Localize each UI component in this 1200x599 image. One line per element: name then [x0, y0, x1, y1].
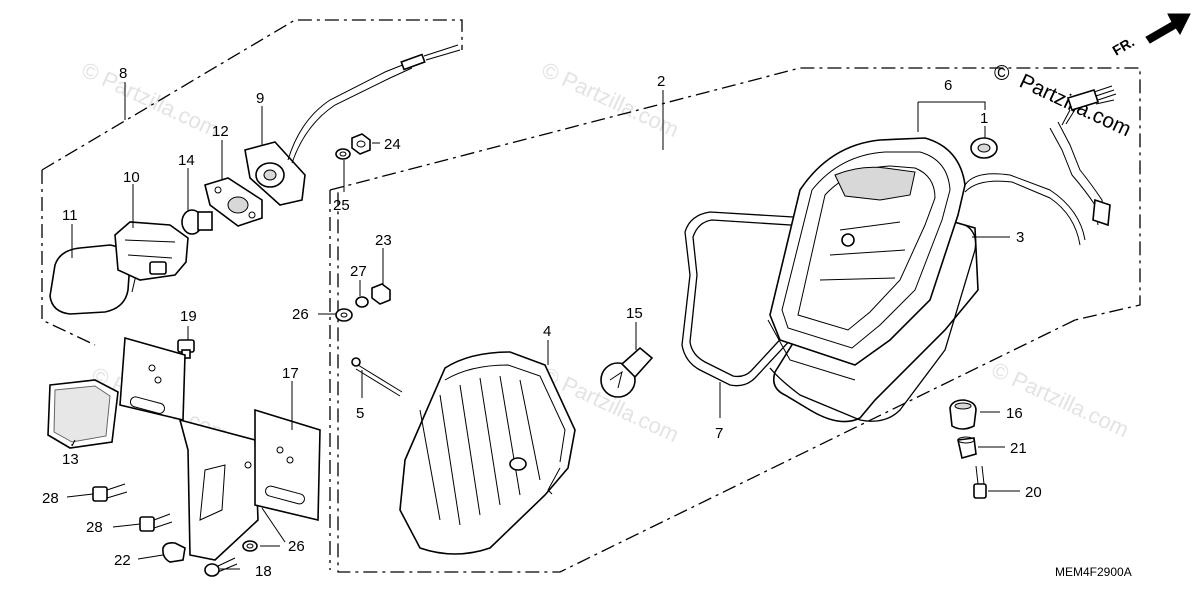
- part-10-housing: [114, 221, 189, 281]
- part-24-nut: [351, 133, 371, 155]
- part-12-socket-plate: [204, 177, 263, 227]
- part-28-bolt-upper: [92, 483, 128, 502]
- callout-5: 5: [356, 405, 364, 422]
- part-4-tail-lens: [399, 351, 576, 555]
- callout-22: 22: [114, 552, 131, 569]
- watermark: © Partzilla.com: [988, 357, 1133, 442]
- callout-23: 23: [375, 232, 392, 249]
- callout-13: 13: [62, 451, 79, 468]
- watermark: © Partzilla.com: [538, 57, 683, 142]
- part-19-bolt: [177, 339, 195, 359]
- part-26-washer: [335, 308, 353, 322]
- callout-labels: 1 2 3 4 5 6 7 8 9 10 11 12 13 14 15 16 1…: [42, 65, 1042, 580]
- front-arrow-icon: [1145, 13, 1191, 44]
- part-27-spring-washer: [355, 296, 369, 308]
- callout-28: 28: [42, 490, 59, 507]
- callout-6: 6: [944, 77, 952, 94]
- callout-14: 14: [178, 152, 195, 169]
- group-boundary-left: [41, 170, 96, 346]
- front-direction-marker: FR.: [1110, 13, 1191, 59]
- callout-12: 12: [212, 123, 229, 140]
- callout-20: 20: [1025, 484, 1042, 501]
- part-21-collar: [957, 436, 977, 460]
- callout-8: 8: [119, 65, 127, 82]
- part-18-bolt: [204, 557, 238, 577]
- group-boundary-left: [41, 19, 463, 171]
- part-16-grommet: [949, 399, 977, 430]
- part-26-washer-lower: [242, 540, 258, 552]
- part-14-bulb: [181, 209, 213, 235]
- part-23-nut: [371, 283, 391, 305]
- callout-15: 15: [626, 305, 643, 322]
- brand-logo: © Partzilla.com: [994, 62, 1135, 141]
- callout-1: 1: [980, 110, 988, 127]
- leader-lines: [66, 82, 1020, 570]
- callout-24: 24: [384, 136, 401, 153]
- part-7-gasket: [681, 211, 841, 387]
- group-boundary-main: [337, 190, 1076, 573]
- diagram-code: MEM4F2900A: [1055, 565, 1132, 579]
- wire-harness-right: [964, 85, 1117, 246]
- callout-19: 19: [180, 308, 197, 325]
- callout-16: 16: [1006, 405, 1023, 422]
- part-3-base-gasket: [769, 224, 977, 422]
- callout-18: 18: [255, 563, 272, 580]
- part-6-taillight-base: [767, 137, 979, 423]
- callout-25: 25: [333, 197, 350, 214]
- callout-21: 21: [1010, 440, 1027, 457]
- group-boundary-main: [329, 67, 1141, 321]
- callout-26: 26: [292, 306, 309, 323]
- part-25-washer: [335, 148, 351, 160]
- callout-17: 17: [282, 365, 299, 382]
- watermark: © Partzilla.com: [78, 57, 223, 142]
- callout-10: 10: [123, 169, 140, 186]
- callout-2: 2: [657, 73, 665, 90]
- part-28-bolt-lower: [139, 513, 173, 532]
- callout-7: 7: [715, 425, 723, 442]
- callout-27: 27: [350, 263, 367, 280]
- callout-28-lower: 28: [86, 519, 103, 536]
- callout-4: 4: [543, 323, 551, 340]
- callout-9: 9: [256, 90, 264, 107]
- part-9-socket-wiring: [244, 44, 461, 206]
- brand-copyright: ©: [994, 62, 1010, 85]
- callout-26-lower: 26: [288, 538, 305, 555]
- callout-3: 3: [1016, 229, 1024, 246]
- part-1-grommet: [970, 137, 998, 159]
- part-17-bracket: [119, 336, 321, 561]
- part-15-bulb: [600, 346, 654, 398]
- part-13-reflector: [47, 379, 119, 449]
- part-20-bolt: [973, 465, 987, 499]
- front-label: FR.: [1110, 33, 1138, 58]
- part-5-screw: [351, 357, 403, 397]
- part-22-nut: [162, 542, 186, 563]
- callout-11: 11: [62, 207, 78, 224]
